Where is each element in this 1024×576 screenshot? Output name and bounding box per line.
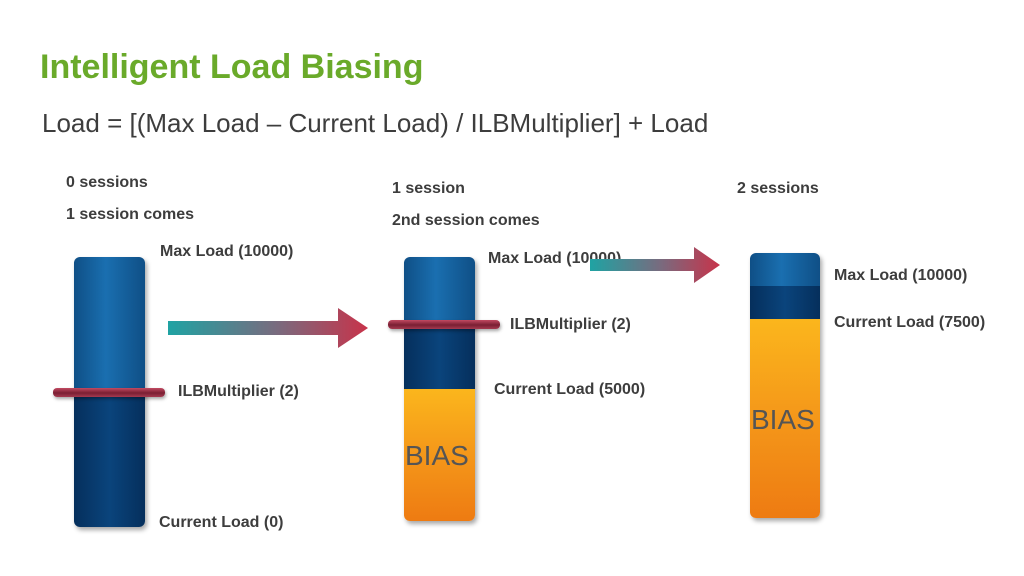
max-load-label: Max Load (10000) (834, 267, 968, 284)
stage-heading: 2 sessions (737, 180, 819, 197)
max-load-label: Max Load (10000) (160, 243, 294, 260)
current-load-label: Current Load (0) (159, 514, 284, 531)
bias-segment (404, 389, 475, 521)
bias-segment (750, 319, 820, 518)
remaining-capacity-segment (750, 253, 820, 286)
ilb-multiplier-marker (388, 320, 500, 329)
multiplier-label: ILBMultiplier (2) (178, 383, 299, 400)
bias-label: BIAS (405, 440, 469, 471)
load-formula: Load = [(Max Load – Current Load) / ILBM… (42, 108, 709, 138)
bias-label: BIAS (751, 404, 815, 435)
multiplier-region-segment (404, 323, 475, 389)
stage-subheading: 2nd session comes (392, 212, 540, 229)
page-title: Intelligent Load Biasing (40, 48, 424, 86)
right-arrow-icon (168, 308, 368, 348)
multiplier-label: ILBMultiplier (2) (510, 316, 631, 333)
max-load-label: Max Load (10000) (488, 250, 622, 267)
load-bar (404, 257, 475, 521)
load-bar (750, 253, 820, 518)
stage-heading: 0 sessions (66, 174, 148, 191)
remaining-capacity-segment (404, 257, 475, 323)
stage-subheading: 1 session comes (66, 206, 195, 223)
load-bar (74, 257, 145, 527)
current-load-label: Current Load (5000) (494, 381, 646, 398)
multiplier-region-segment (74, 393, 145, 527)
stage-heading: 1 session (392, 180, 465, 197)
ilb-multiplier-marker (53, 388, 165, 397)
multiplier-region-segment (750, 286, 820, 319)
right-arrow-icon (590, 247, 720, 283)
remaining-capacity-segment (74, 257, 145, 393)
current-load-label: Current Load (7500) (834, 314, 986, 331)
